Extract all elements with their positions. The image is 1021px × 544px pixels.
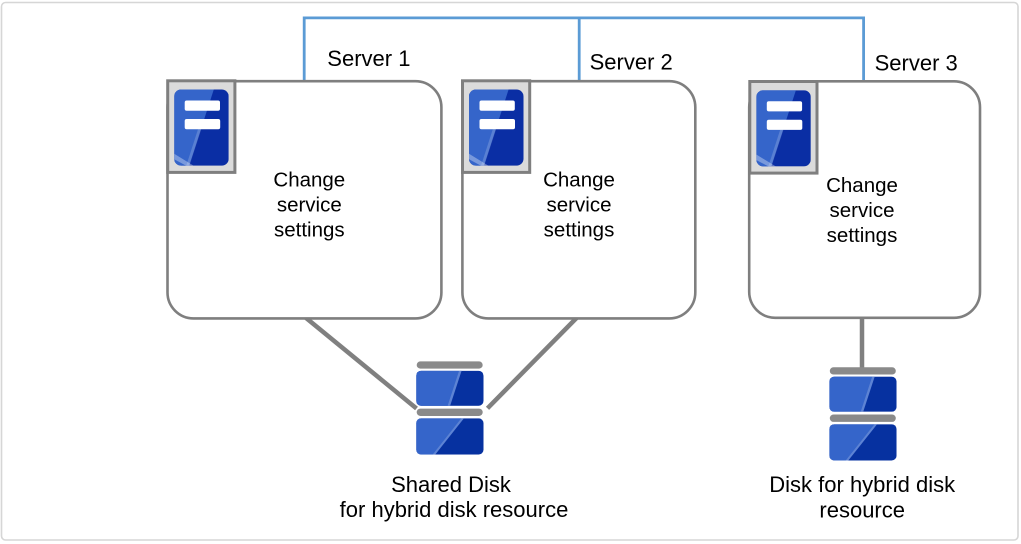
svg-text:service: service: [277, 194, 342, 217]
svg-text:settings: settings: [827, 224, 898, 247]
svg-text:settings: settings: [544, 219, 615, 242]
svg-text:service: service: [830, 199, 895, 222]
svg-text:Server 1: Server 1: [327, 46, 410, 71]
svg-text:Shared Disk: Shared Disk: [391, 472, 512, 497]
svg-text:Server 2: Server 2: [590, 50, 673, 75]
svg-text:Disk for hybrid disk: Disk for hybrid disk: [769, 472, 956, 497]
svg-text:Server 3: Server 3: [875, 50, 958, 75]
svg-text:Change: Change: [826, 174, 898, 197]
svg-text:Change: Change: [543, 169, 615, 192]
svg-text:service: service: [547, 194, 612, 217]
svg-text:resource: resource: [819, 498, 905, 523]
svg-text:Change: Change: [273, 169, 345, 192]
svg-text:for hybrid disk resource: for hybrid disk resource: [340, 497, 569, 522]
svg-text:settings: settings: [274, 219, 345, 242]
